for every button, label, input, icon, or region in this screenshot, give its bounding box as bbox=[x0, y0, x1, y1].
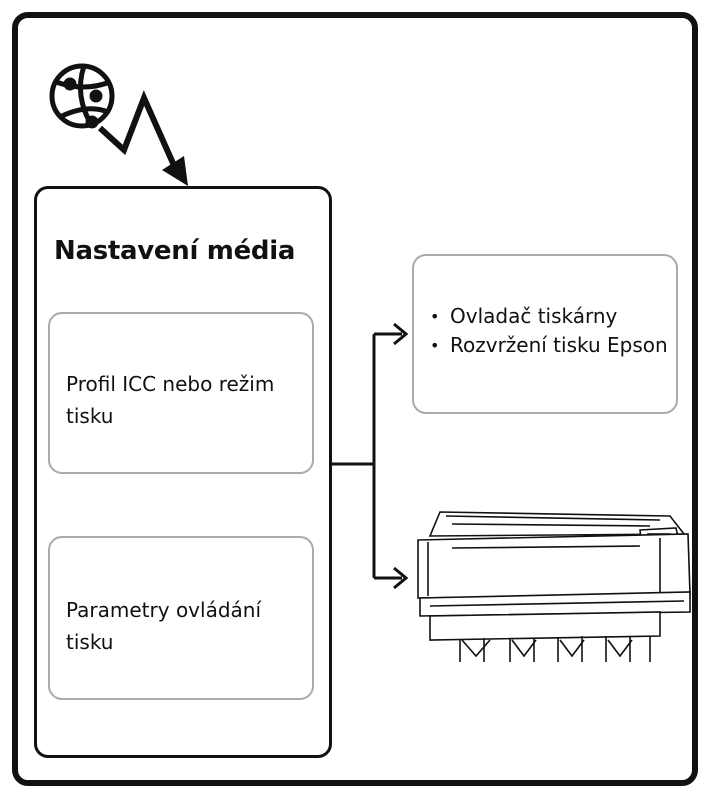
icc-profile-label: Profil ICC nebo režim tisku bbox=[66, 372, 275, 428]
print-control-params-label: Parametry ovládání tisku bbox=[66, 598, 262, 654]
connector-lines bbox=[332, 332, 402, 580]
lightning-arrow-icon bbox=[97, 90, 188, 186]
list-item: Rozvržení tisku Epson bbox=[428, 331, 670, 360]
list-item: Ovladač tiskárny bbox=[428, 302, 670, 331]
applications-list: Ovladač tiskárny Rozvržení tisku Epson bbox=[428, 302, 670, 360]
media-settings-title: Nastavení média bbox=[54, 236, 296, 266]
applications-box: Ovladač tiskárny Rozvržení tisku Epson bbox=[412, 254, 678, 414]
outer-frame bbox=[12, 12, 698, 786]
print-control-params-box: Parametry ovládání tisku bbox=[48, 536, 314, 700]
icc-profile-box: Profil ICC nebo režim tisku bbox=[48, 312, 314, 474]
printer-icon bbox=[417, 511, 691, 662]
arrow-to-apps bbox=[393, 322, 409, 346]
arrow-to-printer bbox=[393, 566, 409, 590]
network-globe-icon bbox=[49, 63, 115, 129]
